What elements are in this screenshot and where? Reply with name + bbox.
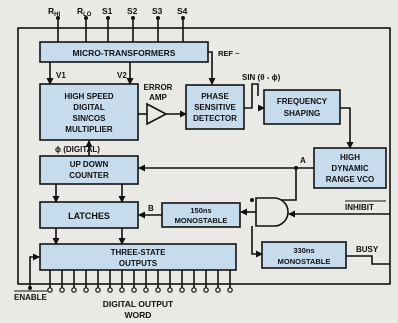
outputs-label-line2: OUTPUTS (119, 259, 158, 268)
multiplier-label-line2: DIGITAL (73, 103, 105, 112)
junction-gate (250, 198, 254, 202)
pin-s2-label: S2 (127, 6, 138, 16)
counter-label-line1: UP DOWN (70, 160, 109, 169)
output-pin-dot (47, 287, 53, 293)
frequency-shaping-block (263, 89, 341, 125)
and-gate (255, 197, 289, 227)
digital-output-word-label-line2: WORD (125, 310, 152, 320)
enable-line (29, 253, 40, 288)
output-pin-dot (107, 287, 113, 293)
output-pin-dot (191, 287, 197, 293)
latches-label: LATCHES (68, 211, 110, 221)
a-to-gate-line (256, 168, 297, 201)
multiplier-label-line3: SIN/COS (73, 114, 107, 123)
v2-label: V2 (117, 71, 127, 80)
pin-dot (84, 16, 88, 20)
error-amp-triangle (146, 102, 168, 126)
phi-digital-label: ϕ (DIGITAL) (55, 145, 100, 154)
detector-label-line3: DETECTOR (193, 114, 237, 123)
sin-theta-phi-label: SIN (θ - ϕ) (242, 73, 281, 82)
v1-label: V1 (56, 71, 66, 80)
frequency-shaping-label-line1: FREQUENCY (277, 97, 328, 106)
output-pin-dot (143, 287, 149, 293)
shaping-to-vco-line (340, 107, 354, 149)
detector-label-line2: SENSITIVE (194, 103, 236, 112)
pin-dot (56, 16, 60, 20)
enable-pin-dot (28, 286, 32, 290)
monostable-150ns-label-line2: MONOSTABLE (175, 216, 228, 225)
outputs-label-line1: THREE-STATE (111, 248, 166, 257)
digital-output-word-label-line1: DIGITAL OUTPUT (103, 299, 174, 309)
output-pin-dot (179, 287, 185, 293)
output-pin-dot (227, 287, 233, 293)
top-pins: RHI RLO S1 S2 S3 S4 (48, 6, 188, 18)
busy-label: BUSY (356, 245, 379, 254)
pin-dot (131, 16, 135, 20)
vco-label-line1: HIGH (340, 153, 360, 162)
output-pin-dot (95, 287, 101, 293)
three-state-outputs-block (39, 243, 237, 271)
monostable-330ns-label-line1: 330ns (293, 246, 314, 255)
digital-output-pins (47, 270, 233, 293)
output-pin-dot (167, 287, 173, 293)
pin-r-hi-label: RHI (48, 6, 60, 18)
package-outline (17, 27, 391, 285)
monostable-330ns-block (261, 241, 347, 269)
frequency-shaping-label-line2: SHAPING (284, 109, 320, 118)
multiplier-label-line1: HIGH SPEED (64, 92, 114, 101)
detector-output-line (244, 83, 259, 109)
busy-line (346, 255, 390, 265)
ref-signal-line (208, 51, 216, 85)
output-pin-dot (155, 287, 161, 293)
error-amp-label-line2: AMP (149, 93, 167, 102)
pin-s3-label: S3 (152, 6, 163, 16)
up-down-counter-block (39, 155, 139, 185)
monostable-330ns-label-line2: MONOSTABLE (278, 257, 331, 266)
error-amp-label-line1: ERROR (144, 83, 173, 92)
node-a-label: A (300, 156, 306, 165)
output-pin-dot (83, 287, 89, 293)
pin-r-lo-label: RLO (77, 6, 92, 18)
multiplier-label-line4: MULTIPLIER (65, 125, 113, 134)
counter-label-line2: COUNTER (69, 171, 109, 180)
enable-label: ENABLE (14, 293, 48, 302)
pin-s1-label: S1 (102, 6, 113, 16)
top-pin-leads (56, 16, 185, 42)
output-pin-dot (131, 287, 137, 293)
node-b-label: B (148, 204, 154, 213)
pin-dot (106, 16, 110, 20)
pin-dot (181, 16, 185, 20)
latches-block (39, 201, 139, 229)
inhibit-label: INHIBIT (345, 203, 374, 212)
to-330ns-line (251, 226, 263, 258)
pin-dot (156, 16, 160, 20)
vco-label-line3: RANGE VCO (326, 175, 374, 184)
monostable-150ns-label-line1: 150ns (190, 206, 211, 215)
pin-s4-label: S4 (177, 6, 188, 16)
output-pin-dot (119, 287, 125, 293)
output-pin-dot (59, 287, 65, 293)
monostable-150ns-block (161, 202, 241, 228)
detector-label-line1: PHASE (201, 92, 229, 101)
vco-label-line2: DYNAMIC (331, 164, 369, 173)
output-pin-dot (71, 287, 77, 293)
output-pin-dot (203, 287, 209, 293)
ref-label: REF ~ (218, 49, 240, 58)
micro-transformers-label: MICRO-TRANSFORMERS (73, 48, 176, 58)
phase-sensitive-detector-block (185, 84, 245, 130)
output-pin-dot (215, 287, 221, 293)
